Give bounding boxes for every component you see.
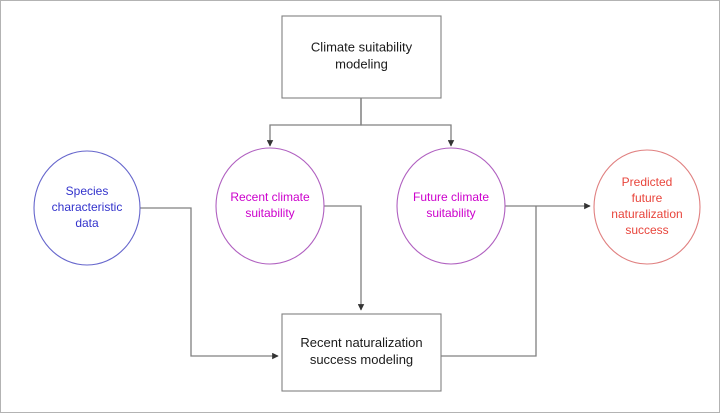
label-line: success bbox=[625, 223, 668, 237]
species-characteristic-data-label: Species characteristic data bbox=[52, 184, 123, 230]
node-species-characteristic-data: Species characteristic data bbox=[33, 150, 141, 266]
node-recent-naturalization-success-modeling: Recent naturalization success modeling bbox=[281, 313, 442, 392]
edge-recent-to-naturalization-modeling bbox=[324, 205, 365, 311]
label-line: naturalization bbox=[611, 207, 682, 221]
label-line: Recent climate bbox=[230, 190, 310, 204]
predicted-future-naturalization-success-label: Predicted future naturalization success bbox=[611, 175, 682, 237]
recent-climate-suitability-shape bbox=[215, 147, 325, 265]
edge-species-to-naturalization-modeling bbox=[140, 207, 279, 360]
label-line: Predicted bbox=[622, 175, 673, 189]
recent-naturalization-success-modeling-label: Recent naturalization success modeling bbox=[300, 335, 422, 367]
label-line: Climate suitability bbox=[311, 40, 413, 55]
node-recent-climate-suitability: Recent climate suitability bbox=[215, 147, 325, 265]
edge-naturalization-modeling-to-predicted bbox=[441, 206, 537, 357]
label-line: Recent naturalization bbox=[300, 335, 422, 350]
climate-suitability-modeling-label: Climate suitability modeling bbox=[311, 40, 413, 72]
predicted-future-naturalization-success-shape bbox=[593, 149, 701, 265]
label-line: data bbox=[75, 216, 99, 230]
label-line: success modeling bbox=[310, 352, 413, 367]
recent-climate-suitability-label: Recent climate suitability bbox=[230, 190, 310, 220]
label-line: future bbox=[632, 191, 663, 205]
edge-modeling-to-recent bbox=[266, 98, 362, 147]
future-climate-suitability-shape bbox=[396, 147, 506, 265]
edge-modeling-to-future bbox=[360, 98, 455, 147]
label-line: modeling bbox=[335, 57, 388, 72]
node-future-climate-suitability: Future climate suitability bbox=[396, 147, 506, 265]
recent-naturalization-success-modeling-shape bbox=[281, 313, 442, 392]
species-characteristic-data-shape bbox=[33, 150, 141, 266]
node-predicted-future-naturalization-success: Predicted future naturalization success bbox=[593, 149, 701, 265]
label-line: suitability bbox=[426, 206, 475, 220]
connectors-group bbox=[140, 98, 591, 360]
label-line: suitability bbox=[245, 206, 294, 220]
climate-suitability-modeling-shape bbox=[281, 15, 442, 99]
label-line: Future climate bbox=[413, 190, 489, 204]
node-climate-suitability-modeling: Climate suitability modeling bbox=[281, 15, 442, 99]
label-line: Species bbox=[66, 184, 109, 198]
label-line: characteristic bbox=[52, 200, 123, 214]
future-climate-suitability-label: Future climate suitability bbox=[413, 190, 489, 220]
